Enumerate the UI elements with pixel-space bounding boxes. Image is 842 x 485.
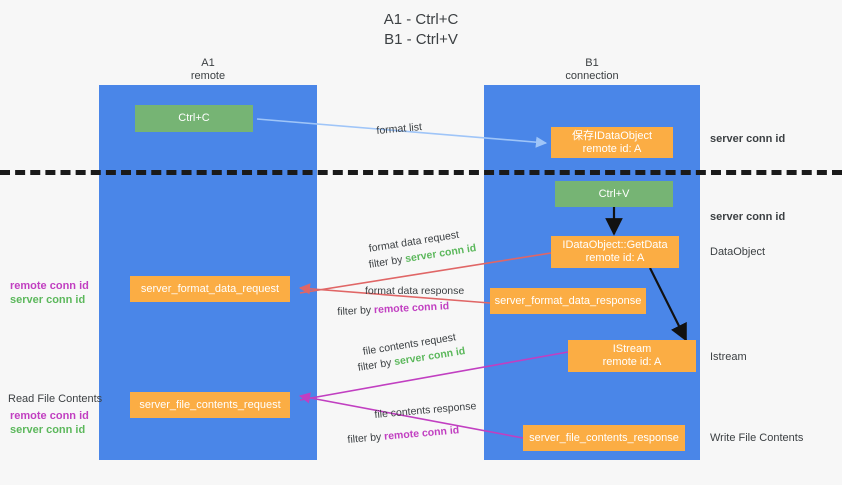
filter-key-remote-conn-id: remote conn id (373, 300, 450, 317)
left-label-server-conn-id-upper: server conn id (10, 294, 86, 306)
server-file-contents-response-node: server_file_contents_response (523, 425, 685, 451)
filter-prefix: filter by (337, 304, 375, 318)
right-label-istream: Istream (710, 351, 747, 363)
left-label-read-file-contents: Read File Contents (8, 393, 103, 405)
filter-prefix: filter by (347, 430, 385, 446)
edge-label-format-data-response: format data response (365, 285, 465, 297)
lane-header-b1: B1 connection (565, 57, 619, 82)
left-label-remote-conn-id-upper: remote conn id (10, 280, 89, 292)
save-idataobject-node: 保存IDataObject remote id: A (551, 127, 673, 158)
istream-node: IStream remote id: A (568, 340, 696, 372)
server-format-data-response-node: server_format_data_response (490, 288, 646, 314)
connector-format-data-response (298, 283, 491, 304)
connector-format-list (256, 118, 548, 148)
connector-file-contents-request (299, 351, 569, 401)
left-label-server-conn-id-lower: server conn id (10, 424, 86, 436)
connector-file-contents-response (298, 392, 524, 439)
ctrl-c-node: Ctrl+C (135, 105, 253, 132)
left-label-conn-ids-lower: remote conn id server conn id (10, 409, 89, 437)
connector-format-data-request (299, 252, 552, 294)
server-file-contents-request-node: server_file_contents_request (130, 392, 290, 418)
left-label-remote-conn-id-lower: remote conn id (10, 410, 89, 422)
right-label-server-conn-id-second: server conn id (710, 211, 786, 223)
connector-getdata-to-istream (649, 267, 687, 342)
left-label-conn-ids-upper: remote conn id server conn id (10, 279, 89, 307)
right-label-dataobject: DataObject (710, 246, 766, 258)
phase-divider (0, 170, 842, 175)
ctrl-v-node: Ctrl+V (555, 181, 673, 207)
server-format-data-request-node: server_format_data_request (130, 276, 290, 302)
right-label-write-file-contents: Write File Contents (710, 432, 804, 444)
right-label-server-conn-id-top: server conn id (710, 133, 786, 145)
idataobject-getdata-node: IDataObject::GetData remote id: A (551, 236, 679, 268)
page-title: A1 - Ctrl+C B1 - Ctrl+V (383, 11, 459, 48)
lane-header-a1: A1 remote (190, 57, 226, 82)
